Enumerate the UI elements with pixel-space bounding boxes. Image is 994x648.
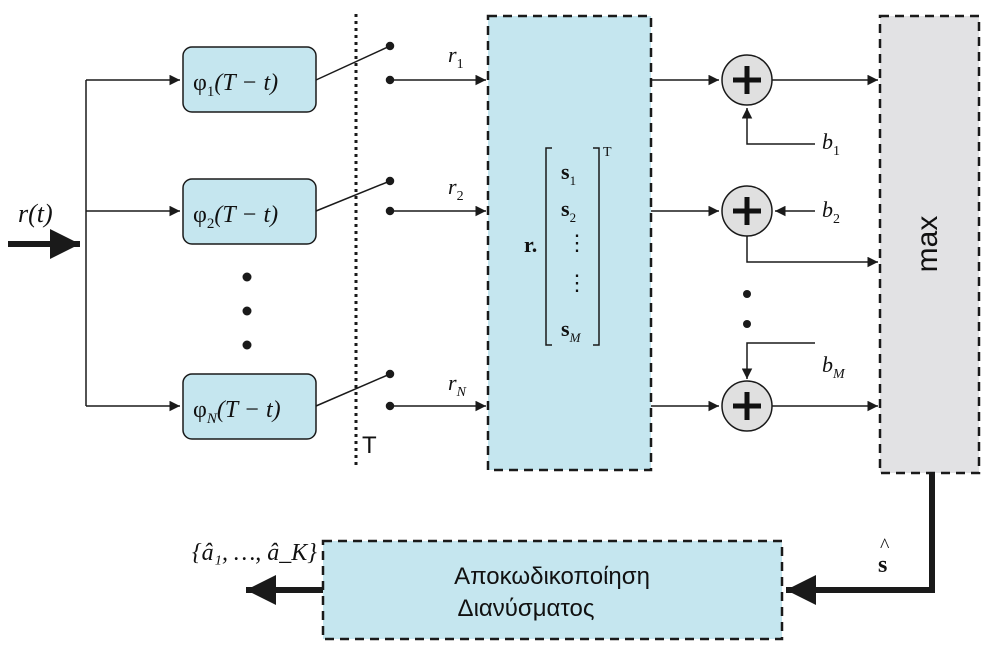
sampling-time-label: T: [362, 432, 377, 459]
svg-text:φ2(T − t): φ2(T − t): [193, 202, 278, 232]
summer-ellipsis: [743, 290, 751, 328]
sample-label-1: r1: [448, 42, 464, 72]
output-label: {â₁, …, â_K}: [192, 540, 317, 566]
max-block: max: [878, 14, 981, 475]
decoder-line-1: Αποκωδικοποίηση: [454, 563, 650, 590]
input-label: r(t): [18, 199, 53, 228]
svg-text:s2: s2: [561, 196, 576, 225]
sample-label-n: rN: [448, 370, 467, 400]
bias-label-m: bM: [822, 352, 846, 382]
svg-text:⋮: ⋮: [566, 230, 588, 255]
transpose-label: T: [603, 145, 612, 160]
correlator-outputs: [651, 74, 719, 412]
input-branches: [85, 74, 180, 412]
summer-outputs: [746, 74, 878, 412]
max-label: max: [911, 216, 944, 273]
svg-text:s1: s1: [561, 159, 576, 188]
correlator-r-label: r.: [524, 232, 537, 257]
svg-text:φ1(T − t): φ1(T − t): [193, 70, 278, 100]
summer-1: [721, 54, 773, 106]
decision-line: [786, 473, 935, 605]
decoder-line-2: Διανύσματος: [458, 595, 595, 622]
svg-text:φN(T − t): φN(T − t): [193, 397, 281, 427]
filter-block-n: φN(T − t): [182, 373, 317, 440]
sample-label-2: r2: [448, 174, 464, 204]
sample-lines: [390, 74, 486, 412]
svg-text:⋮: ⋮: [566, 270, 588, 295]
sampler-switches: [315, 41, 395, 411]
svg-text:sM: sM: [561, 316, 582, 345]
decision-hat: ^: [880, 535, 890, 557]
bias-label-1: b1: [822, 129, 840, 159]
summer-2: [721, 185, 773, 237]
decision-label: s: [878, 552, 887, 578]
decoder-block: Αποκωδικοποίηση Διανύσματος: [321, 539, 784, 641]
filter-block-2: φ2(T − t): [182, 178, 317, 245]
correlator-block: r. T s1 s2 ⋮ ⋮ sM: [486, 14, 653, 472]
filter-ellipsis: [242, 272, 252, 350]
summer-m: [721, 380, 773, 432]
filter-block-1: φ1(T − t): [182, 46, 317, 113]
bias-lines: [741, 108, 815, 379]
bias-label-2: b2: [822, 197, 840, 227]
